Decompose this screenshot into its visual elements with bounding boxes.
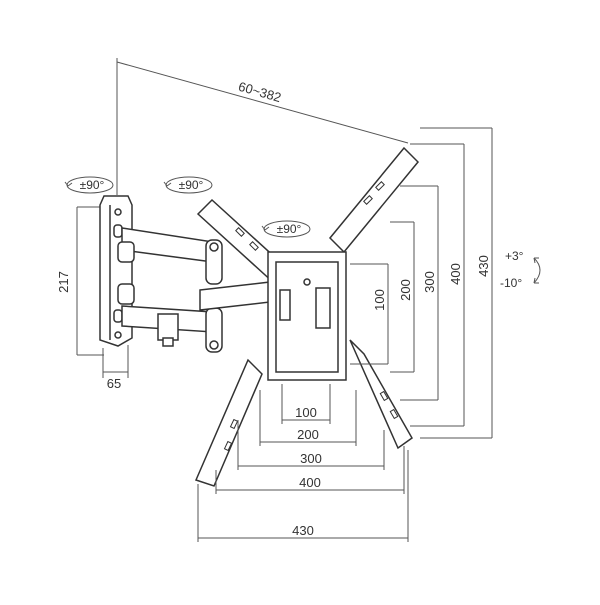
swivel-label-plate: ±90° — [277, 222, 302, 236]
rotate-arrow-icon — [261, 225, 270, 231]
arm-reach-dimension — [116, 58, 409, 195]
swivel-indicator-arm — [163, 176, 213, 194]
articulating-arms — [117, 227, 271, 353]
tilt-up-label: +3° — [505, 249, 524, 263]
swivel-label-arm: ±90° — [179, 178, 204, 192]
vesa-bracket — [194, 146, 420, 487]
horizontal-dim-430: 430 — [292, 523, 314, 538]
rotate-arrow-icon — [64, 181, 73, 187]
swivel-indicator-wall — [64, 176, 114, 194]
vertical-dim-200: 200 — [398, 279, 413, 301]
horizontal-dim-400: 400 — [299, 475, 321, 490]
horizontal-dim-300: 300 — [300, 451, 322, 466]
vertical-dim-430: 430 — [476, 255, 491, 277]
wall-plate-depth-label: 65 — [107, 376, 121, 391]
rotate-arrow-icon — [163, 181, 172, 187]
wall-plate-height-label: 217 — [56, 271, 71, 293]
vertical-dim-100: 100 — [372, 289, 387, 311]
horizontal-dimensions — [197, 384, 409, 542]
horizontal-dim-200: 200 — [297, 427, 319, 442]
tilt-arrow-icon — [533, 257, 541, 284]
horizontal-dim-100: 100 — [295, 405, 317, 420]
swivel-indicator-plate — [261, 220, 311, 238]
bracket-hole-slots — [223, 181, 399, 452]
vertical-dim-300: 300 — [422, 271, 437, 293]
vertical-dim-400: 400 — [448, 263, 463, 285]
swivel-label-wall: ±90° — [80, 178, 105, 192]
vertical-dimensions — [350, 127, 493, 439]
wall-plate-depth-dimension — [102, 345, 129, 378]
tilt-down-label: -10° — [500, 276, 522, 290]
arm-reach-label: 60~382 — [237, 79, 283, 105]
